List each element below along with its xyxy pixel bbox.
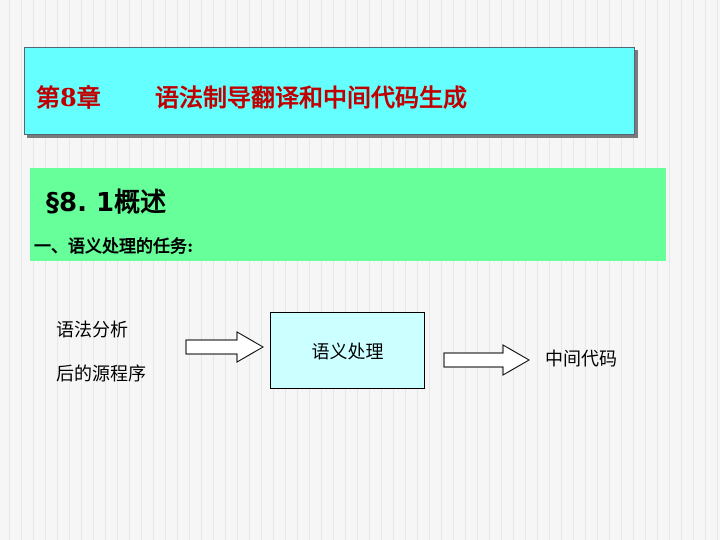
section-box: §8. 1概述 一、语义处理的任务:	[30, 168, 666, 261]
process-label: 语义处理	[311, 341, 384, 363]
chapter-number: 第8章	[36, 83, 101, 112]
section-subtitle: 一、语义处理的任务:	[34, 237, 194, 257]
section-title: §8. 1概述	[46, 188, 167, 218]
chapter-title: 语法制导翻译和中间代码生成	[155, 83, 467, 112]
output-arrow-icon	[443, 344, 531, 376]
input-label-line1: 语法分析	[56, 320, 128, 341]
input-arrow-icon	[185, 331, 265, 363]
semantic-process-box: 语义处理	[270, 312, 425, 389]
output-label: 中间代码	[545, 349, 617, 370]
input-label-line2: 后的源程序	[56, 364, 146, 385]
chapter-title-box: 第8章 语法制导翻译和中间代码生成	[24, 47, 635, 135]
